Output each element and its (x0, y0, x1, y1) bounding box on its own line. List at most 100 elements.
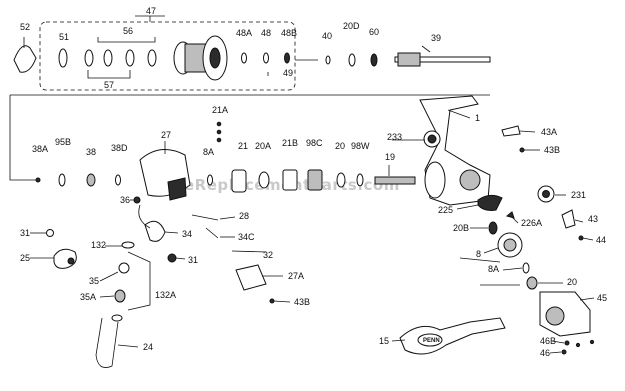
label-8: 8 (476, 249, 481, 259)
screw-38a (35, 177, 41, 183)
sleeve-21b (282, 169, 298, 191)
bearing-20a (258, 171, 270, 189)
main-shaft-39 (394, 56, 491, 63)
screw-21a-2 (216, 129, 222, 135)
label-98c: 98C (306, 138, 323, 148)
label-132: 132 (91, 240, 106, 250)
part-226 (505, 211, 515, 219)
label-31b: 31 (188, 255, 198, 265)
leader-46b (551, 340, 565, 344)
bearing-20b (488, 221, 498, 235)
main-gear-hub (503, 238, 517, 252)
label-57: 57 (104, 80, 114, 90)
bail-wire (138, 204, 151, 229)
washer-lower (111, 314, 123, 322)
leader-8a (502, 267, 523, 271)
washer-8a-right (522, 262, 530, 274)
spring-28 (191, 214, 219, 221)
leader-43a (519, 130, 536, 133)
label-8a: 8A (203, 147, 214, 157)
label-21: 21 (238, 141, 248, 151)
label-36: 36 (120, 195, 130, 205)
nut-38 (86, 173, 96, 187)
bail-arm-34 (144, 220, 166, 242)
leader-lines (30, 109, 595, 354)
line-roller-hub (67, 257, 75, 265)
label-48b: 48B (281, 28, 297, 38)
label-28: 28 (239, 211, 249, 221)
washer-98w (356, 173, 364, 187)
knob-231-inner (542, 190, 550, 198)
screw-21a-1 (216, 121, 222, 127)
label-49: 49 (283, 68, 293, 78)
screw-21a-3 (216, 137, 222, 143)
spool-clip-48b (284, 52, 290, 64)
label-98w: 98W (351, 141, 370, 151)
leader-35 (99, 271, 119, 282)
drag-washer-56a (84, 49, 94, 67)
label-40: 40 (322, 31, 332, 41)
label-132a: 132A (155, 290, 176, 300)
leader-31b (175, 257, 186, 260)
label-233: 233 (387, 132, 402, 142)
bail-parts-group (46, 196, 275, 368)
label-56: 56 (123, 26, 133, 36)
label-1: 1 (475, 113, 480, 123)
main-shaft-group (325, 45, 491, 67)
label-27a: 27A (288, 271, 304, 281)
roller-35 (118, 262, 130, 274)
bail-spring-34c (205, 227, 219, 239)
clip-43 (561, 209, 576, 229)
label-15: 15 (379, 336, 389, 346)
bail-mount-27a (235, 264, 267, 291)
label-39: 39 (431, 33, 441, 43)
leader-8 (483, 247, 499, 254)
leader-24 (117, 344, 139, 348)
label-43: 43 (588, 214, 598, 224)
screw-cover-2 (589, 339, 595, 345)
washer-56-bracket (97, 37, 156, 43)
label-20a: 20A (255, 141, 271, 151)
washer-20d (348, 53, 356, 67)
label-8a-right: 8A (488, 264, 499, 274)
label-34: 34 (182, 229, 192, 239)
leader-35a (99, 295, 115, 298)
screw-43b-lower (269, 298, 275, 304)
body-side-plate (424, 161, 446, 199)
side-cover-hub (545, 306, 565, 326)
bearing-233-inner (427, 134, 437, 144)
knob-31a (46, 229, 54, 237)
bail-mount-leader (231, 250, 267, 253)
label-43b2: 43B (294, 297, 310, 307)
label-38d: 38D (111, 143, 128, 153)
label-35: 35 (89, 276, 99, 286)
main-shaft-collar (397, 52, 421, 67)
spool-skirt-hub (209, 47, 221, 69)
label-34c: 34C (238, 232, 255, 242)
leader-1 (447, 109, 471, 119)
washer-8a (207, 174, 213, 186)
leader-15 (391, 339, 406, 342)
part-labels: 52 51 56 57 47 48A 48 48B 49 40 20D 60 3… (20, 6, 607, 358)
part-225 (477, 194, 503, 211)
spool-clip-48a (241, 52, 247, 64)
washer-40 (325, 55, 331, 65)
label-38: 38 (86, 147, 96, 157)
leader-225 (456, 204, 479, 210)
label-231: 231 (571, 190, 586, 200)
label-27: 27 (161, 130, 171, 140)
leader-44 (582, 237, 594, 241)
knob-31b (167, 253, 177, 263)
washer-57-bracket (87, 70, 131, 79)
screw-46 (561, 349, 567, 355)
leader-43b2 (273, 300, 291, 303)
label-20: 20 (335, 141, 345, 151)
label-20-right: 20 (567, 277, 577, 287)
leader-28 (219, 216, 236, 220)
drag-washer-57a (103, 49, 113, 67)
reel-body-group: PENN (399, 95, 595, 355)
leader-43 (574, 219, 584, 223)
drag-washer-56b (125, 49, 135, 67)
label-48a: 48A (236, 28, 252, 38)
